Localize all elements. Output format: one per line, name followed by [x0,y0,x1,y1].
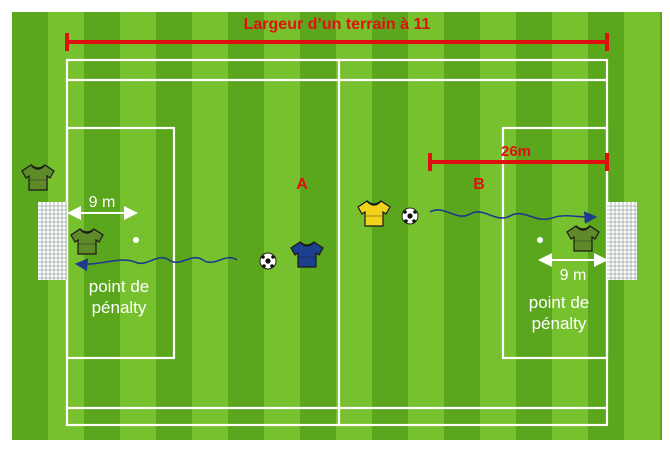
width-measure [65,33,609,51]
right-9m-label: 9 m [560,267,587,284]
zone-b-measure [428,153,609,171]
left-9m-label: 9 m [89,194,116,211]
right-penalty-spot-label: point de pénalty [528,293,590,333]
zone-b-label: B [473,176,485,193]
left-penalty-spot [133,237,139,243]
player-shirt-icon [566,225,600,252]
grass-stripes [48,12,660,440]
soccer-ball-icon [401,207,419,225]
player-shirt-icon [70,228,104,255]
right-dribble-path-arrow-icon [429,209,598,224]
zone-b-distance: 26m [501,143,531,160]
left-dribble-path-arrow-icon [74,256,238,272]
left-goal-net-icon [38,202,67,280]
right-penalty-spot [537,237,543,243]
pitch-width-title: Largeur d’un terrain à 11 [244,16,431,33]
left-penalty-spot-label: point de pénalty [88,277,150,317]
player-shirt-icon [21,164,55,191]
zone-a-label: A [296,176,308,193]
player-shirt-icon [357,200,391,227]
right-goal-net-icon [607,202,637,280]
soccer-ball-icon [259,252,277,270]
player-shirt-icon [290,241,324,268]
